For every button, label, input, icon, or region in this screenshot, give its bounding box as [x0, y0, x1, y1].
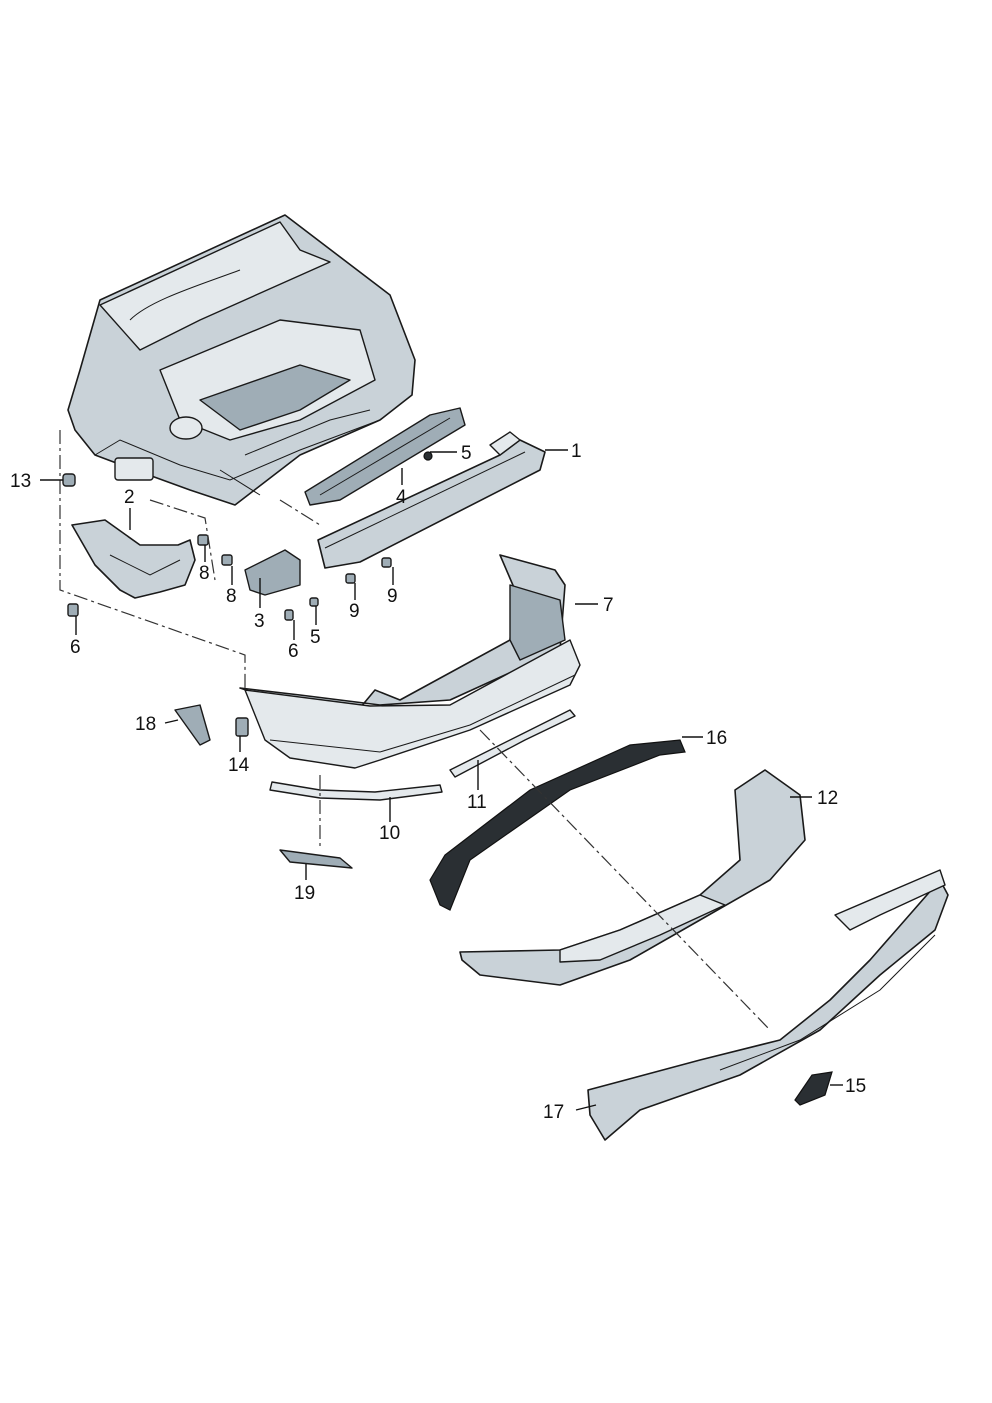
callout-8-lower: 8	[226, 586, 237, 607]
callout-14: 14	[228, 755, 250, 776]
bumper-cover	[239, 554, 581, 769]
reflector-trim	[279, 849, 353, 869]
callout-5-upper: 5	[461, 443, 472, 464]
callout-11: 11	[467, 792, 487, 813]
callout-15: 15	[845, 1076, 866, 1097]
spoiler-frame	[429, 739, 686, 911]
callout-8-upper: 8	[199, 563, 210, 584]
callout-9-right: 9	[387, 586, 398, 607]
callout-4: 4	[396, 487, 407, 508]
callout-13: 13	[10, 471, 31, 492]
callouts: 1 2 3 4 5 5 6 6 7 8 8 9 9 10 11 12 13 14…	[10, 441, 866, 1123]
trim-strip-lower	[269, 781, 443, 801]
callout-12: 12	[817, 788, 838, 809]
exhaust-trim	[794, 1071, 833, 1106]
callout-7: 7	[603, 595, 614, 616]
callout-1: 1	[571, 441, 582, 462]
fasteners	[62, 451, 433, 737]
callout-6-center: 6	[288, 641, 299, 662]
diffuser-insert	[587, 869, 949, 1141]
callout-5-lower: 5	[310, 627, 321, 648]
side-bracket	[71, 519, 196, 599]
callout-3: 3	[254, 611, 265, 632]
trim-strip-upper	[449, 709, 576, 778]
assembly-lines	[59, 430, 771, 1031]
callout-2: 2	[124, 487, 135, 508]
rear-diffuser	[459, 769, 806, 986]
callout-9-left: 9	[349, 601, 360, 622]
mounting-bracket	[244, 549, 301, 596]
guide-bracket	[304, 407, 466, 506]
callout-10: 10	[379, 823, 400, 844]
side-trim-left	[174, 704, 211, 746]
callout-6-left: 6	[70, 637, 81, 658]
callout-17: 17	[543, 1102, 564, 1123]
callout-16: 16	[706, 728, 727, 749]
callout-19: 19	[294, 883, 315, 904]
car-rear-body	[67, 214, 416, 506]
impact-bar	[317, 431, 546, 569]
callout-18: 18	[135, 714, 156, 735]
leader-lines	[40, 449, 843, 1111]
